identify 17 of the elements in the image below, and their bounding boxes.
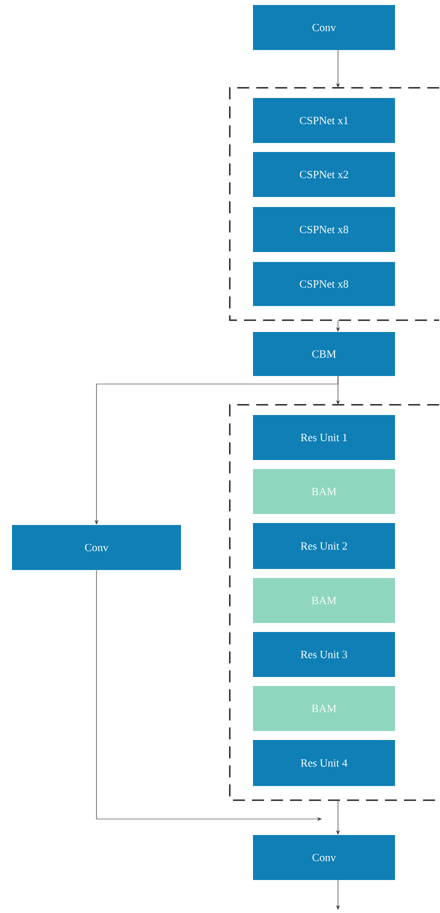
layer-box: Res Unit 3: [253, 632, 395, 677]
layer-box: CBM: [253, 332, 395, 376]
attention-box: BAM: [253, 469, 395, 514]
attention-box: BAM: [253, 578, 395, 623]
layer-box: Res Unit 4: [253, 740, 395, 786]
layer-box: Res Unit 1: [253, 415, 395, 460]
layer-box: CSPNet x1: [253, 98, 395, 143]
dashed-group-box: [229, 87, 440, 321]
layer-box: CSPNet x8: [253, 262, 395, 306]
attention-box: BAM: [253, 686, 395, 731]
layer-box: Conv: [253, 835, 395, 880]
layer-box: CSPNet x8: [253, 207, 395, 252]
dashed-group-box: [229, 404, 440, 801]
layer-box: Res Unit 2: [253, 523, 395, 569]
layer-box: CSPNet x2: [253, 152, 395, 197]
layer-box: Conv: [12, 525, 181, 570]
layer-box: Conv: [253, 5, 395, 50]
